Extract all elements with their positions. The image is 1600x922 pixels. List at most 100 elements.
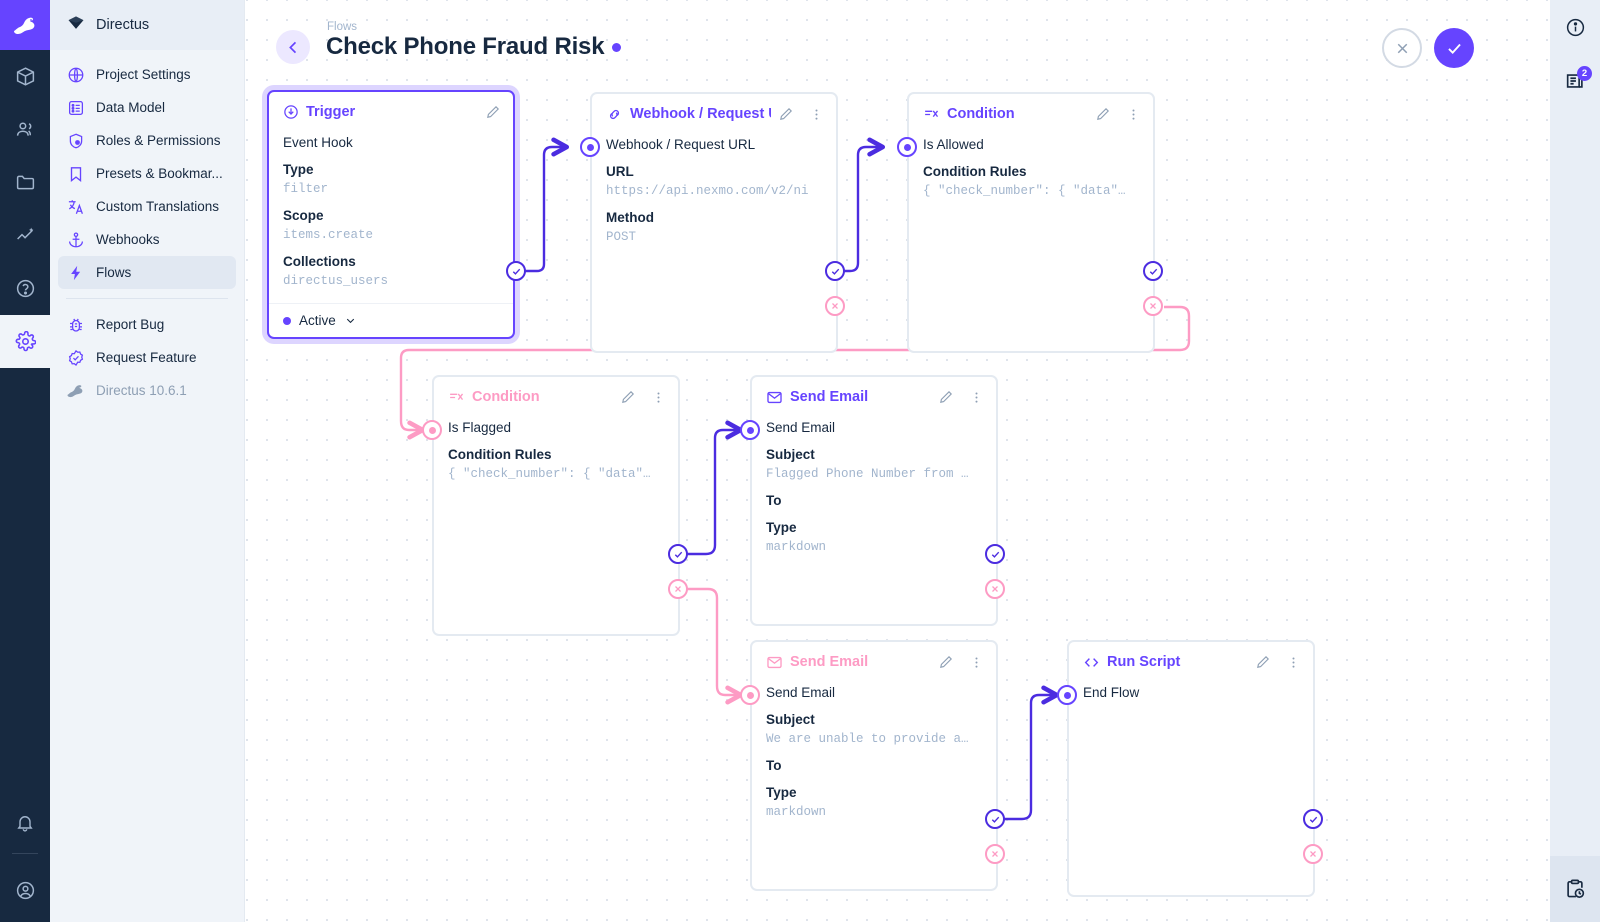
more-options-icon[interactable] — [1126, 107, 1141, 122]
sidebar-item-roles-permissions[interactable]: Roles & Permissions — [58, 124, 236, 157]
back-button[interactable] — [276, 30, 310, 64]
bug-icon — [66, 315, 85, 334]
port-run-script-reject[interactable] — [1303, 844, 1323, 864]
port-run-script-input[interactable] — [1057, 685, 1077, 705]
flow-canvas[interactable]: Flows Check Phone Fraud Risk — [245, 0, 1550, 922]
node-name: Send Email — [766, 685, 836, 700]
more-options-icon[interactable] — [651, 390, 666, 405]
breadcrumb[interactable]: Flows — [327, 21, 358, 33]
rail-item-content[interactable] — [0, 50, 50, 103]
edit-pencil-icon[interactable] — [485, 104, 501, 120]
port-condition-flagged-reject[interactable] — [668, 579, 688, 599]
edit-pencil-icon[interactable] — [938, 654, 954, 670]
page-title: Check Phone Fraud Risk — [326, 33, 622, 61]
save-button[interactable] — [1434, 28, 1474, 68]
port-send-email-unable-reject[interactable] — [985, 844, 1005, 864]
flow-logs-icon[interactable]: 2 — [1550, 54, 1600, 108]
port-send-email-unable-input[interactable] — [740, 685, 760, 705]
globe-icon — [66, 65, 85, 84]
trigger-status-dropdown[interactable]: Active — [269, 303, 513, 337]
flow-node-send-email-unable[interactable]: Send Email Send Email Subject We are una… — [750, 640, 998, 891]
clipboard-clock-icon[interactable] — [1550, 856, 1600, 922]
port-condition-allowed-reject[interactable] — [1143, 296, 1163, 316]
rail-item-insights[interactable] — [0, 209, 50, 262]
field-value: filter — [283, 182, 329, 196]
sidebar-item-request-feature[interactable]: Request Feature — [58, 341, 236, 374]
port-webhook-input[interactable] — [580, 137, 600, 157]
link-icon — [606, 106, 623, 123]
node-header: Trigger — [269, 92, 513, 132]
flow-node-condition-allowed[interactable]: Condition Is Allowed Condition Rules { "… — [907, 92, 1155, 353]
sidebar-item-webhooks[interactable]: Webhooks — [58, 223, 236, 256]
sidebar-item-presets-bookmarks[interactable]: Presets & Bookmar... — [58, 157, 236, 190]
node-header: Run Script — [1069, 642, 1313, 682]
page-header: Flows Check Phone Fraud Risk — [245, 0, 1550, 88]
port-send-email-flagged-success[interactable] — [985, 544, 1005, 564]
trigger-bolt-circle-icon — [283, 104, 299, 120]
flow-node-send-email-flagged[interactable]: Send Email Send Email Subject Flagged Ph… — [750, 375, 998, 626]
sidebar-item-version: Directus 10.6.1 — [58, 374, 236, 407]
port-webhook-success[interactable] — [825, 261, 845, 281]
flow-node-run-script[interactable]: Run Script End Flow — [1067, 640, 1315, 897]
module-rail — [0, 0, 50, 922]
status-badge — [612, 42, 622, 52]
field-label: To — [766, 758, 782, 773]
mail-icon — [766, 654, 783, 671]
more-options-icon[interactable] — [969, 390, 984, 405]
info-circle-icon[interactable] — [1550, 0, 1600, 54]
field-label: Type — [283, 162, 314, 177]
field-value: { "check_number": { "data"… — [448, 467, 651, 481]
status-dot — [283, 316, 291, 325]
port-condition-flagged-input[interactable] — [422, 420, 442, 440]
rail-item-settings[interactable] — [0, 315, 50, 368]
field-value: markdown — [766, 540, 827, 554]
sidebar-item-custom-translations[interactable]: Custom Translations — [58, 190, 236, 223]
bookmark-icon — [66, 164, 85, 183]
sidebar-item-data-model[interactable]: Data Model — [58, 91, 236, 124]
rail-divider — [12, 853, 38, 854]
node-name: Event Hook — [283, 135, 353, 150]
header-actions — [1382, 28, 1474, 68]
user-circle-icon[interactable] — [0, 858, 50, 922]
edit-pencil-icon[interactable] — [938, 389, 954, 405]
port-run-script-success[interactable] — [1303, 809, 1323, 829]
node-title: Run Script — [1107, 654, 1181, 670]
rail-item-docs[interactable] — [0, 262, 50, 315]
port-trigger-success[interactable] — [506, 261, 526, 281]
flow-node-webhook[interactable]: Webhook / Request U Webhook / Request UR… — [590, 92, 838, 353]
sidebar-item-report-bug[interactable]: Report Bug — [58, 308, 236, 341]
sidebar-item-project-settings[interactable]: Project Settings — [58, 58, 236, 91]
edit-pencil-icon[interactable] — [778, 106, 794, 122]
port-webhook-reject[interactable] — [825, 296, 845, 316]
edit-pencil-icon[interactable] — [620, 389, 636, 405]
flow-node-condition-flagged[interactable]: Condition Is Flagged Condition Rules { "… — [432, 375, 680, 636]
flow-node-trigger[interactable]: Trigger Event Hook Type filter Scope ite… — [267, 90, 515, 339]
sidebar-item-flows[interactable]: Flows — [58, 256, 236, 289]
node-title: Trigger — [306, 104, 356, 120]
more-options-icon[interactable] — [1286, 655, 1301, 670]
sidebar-divider — [66, 298, 228, 299]
sidebar-project-header[interactable]: Directus — [50, 0, 244, 50]
port-condition-allowed-success[interactable] — [1143, 261, 1163, 281]
sidebar-item-label: Custom Translations — [96, 199, 220, 214]
logs-badge: 2 — [1577, 66, 1592, 81]
rabbit-icon — [66, 381, 85, 400]
more-options-icon[interactable] — [809, 107, 824, 122]
port-send-email-unable-success[interactable] — [985, 809, 1005, 829]
port-send-email-flagged-reject[interactable] — [985, 579, 1005, 599]
rail-item-users[interactable] — [0, 103, 50, 156]
directus-rabbit-logo[interactable] — [0, 0, 50, 50]
rail-item-files[interactable] — [0, 156, 50, 209]
port-condition-allowed-input[interactable] — [897, 137, 917, 157]
node-body: Webhook / Request URL URL https://api.ne… — [592, 134, 836, 351]
cancel-button[interactable] — [1382, 28, 1422, 68]
code-brackets-icon — [1083, 654, 1100, 671]
port-send-email-flagged-input[interactable] — [740, 420, 760, 440]
edit-pencil-icon[interactable] — [1095, 106, 1111, 122]
node-title: Send Email — [790, 389, 869, 405]
more-options-icon[interactable] — [969, 655, 984, 670]
translate-icon — [66, 197, 85, 216]
port-condition-flagged-success[interactable] — [668, 544, 688, 564]
edit-pencil-icon[interactable] — [1255, 654, 1271, 670]
bell-icon[interactable] — [0, 796, 50, 849]
